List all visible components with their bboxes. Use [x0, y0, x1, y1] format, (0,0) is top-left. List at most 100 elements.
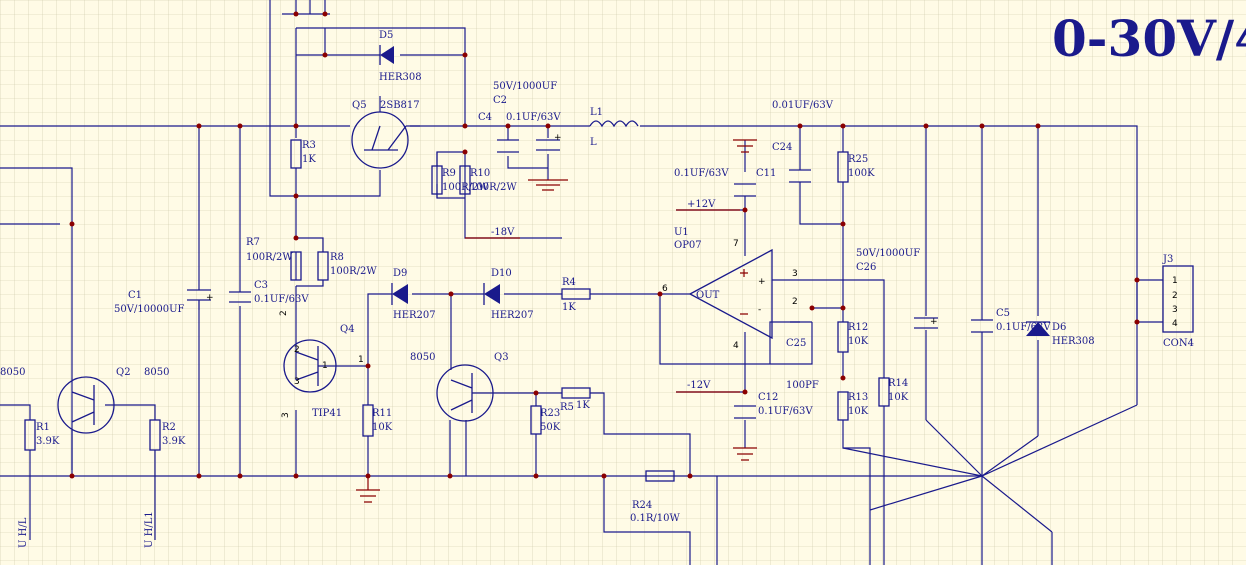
svg-text:OUT: OUT [696, 290, 720, 301]
svg-text:R12: R12 [848, 322, 868, 333]
svg-text:R23: R23 [540, 408, 560, 419]
svg-text:10K: 10K [848, 336, 869, 347]
opamp-u1 [688, 248, 773, 340]
svg-text:R2: R2 [162, 422, 176, 433]
capacitor-c11 [734, 183, 756, 197]
resistor-r7 [290, 251, 302, 281]
svg-text:100PF: 100PF [786, 380, 819, 391]
diode-d9 [392, 284, 408, 304]
svg-text:0.1UF/63V: 0.1UF/63V [674, 168, 729, 179]
svg-text:6: 6 [662, 284, 668, 294]
resistor-r5 [561, 387, 591, 399]
resistor-r14 [878, 377, 890, 407]
resistors [24, 139, 890, 482]
svg-text:50K: 50K [540, 422, 561, 433]
svg-text:0.1UF/63V: 0.1UF/63V [996, 322, 1051, 333]
svg-text:Q5: Q5 [352, 100, 367, 111]
svg-text:C1: C1 [128, 290, 142, 301]
capacitor-c12 [734, 405, 756, 419]
resistor-r10 [459, 165, 471, 195]
svg-text:HER207: HER207 [491, 310, 534, 321]
svg-text:J3: J3 [1162, 254, 1173, 265]
resistor-r3 [290, 139, 302, 169]
svg-text:L1: L1 [590, 107, 603, 118]
svg-text:HER308: HER308 [379, 72, 422, 83]
capacitor-c1 [187, 289, 211, 310]
svg-text:C4: C4 [478, 112, 492, 123]
svg-text:2: 2 [279, 310, 289, 316]
svg-text:4: 4 [733, 341, 739, 351]
svg-text:D9: D9 [393, 268, 407, 279]
svg-text:3: 3 [792, 269, 798, 279]
resistor-r9 [431, 165, 443, 195]
schematic-title: 0-30V/4 [1052, 9, 1246, 68]
junctions [69, 11, 1140, 479]
svg-text:100R/2W: 100R/2W [246, 252, 293, 263]
svg-text:C11: C11 [756, 168, 776, 179]
svg-text:R24: R24 [632, 500, 652, 511]
svg-text:1K: 1K [576, 400, 590, 411]
resistor-r11 [362, 404, 374, 437]
svg-text:8050: 8050 [144, 367, 169, 378]
inductor-l1 [589, 120, 639, 128]
svg-text:4: 4 [1172, 319, 1178, 329]
component-labels: D5 HER308 Q5 2SB817 R3 1K 50V/1000UF C2 … [0, 30, 1194, 548]
svg-text:0.1UF/63V: 0.1UF/63V [758, 406, 813, 417]
svg-text:R10: R10 [470, 168, 490, 179]
resistor-r24 [645, 470, 675, 482]
svg-text:100R/2W: 100R/2W [442, 182, 489, 193]
svg-text:10K: 10K [372, 422, 393, 433]
svg-text:1K: 1K [562, 302, 576, 313]
svg-text:CON4: CON4 [1163, 338, 1194, 349]
svg-text:C12: C12 [758, 392, 778, 403]
svg-text:1K: 1K [302, 154, 316, 165]
svg-text:U1: U1 [674, 227, 689, 238]
svg-text:2: 2 [792, 297, 798, 307]
svg-text:R13: R13 [848, 392, 868, 403]
transistor-q2 [57, 376, 115, 434]
svg-text:+: + [206, 293, 214, 303]
svg-text:0.1UF/63V: 0.1UF/63V [506, 112, 561, 123]
svg-text:TIP41: TIP41 [312, 408, 342, 419]
svg-text:R5: R5 [560, 402, 574, 413]
svg-text:Q2: Q2 [116, 367, 131, 378]
capacitor-c2 [536, 139, 560, 151]
capacitor-c24 [789, 169, 811, 183]
capacitors [187, 139, 993, 419]
svg-text:2: 2 [294, 345, 300, 355]
svg-text:50V/1000UF: 50V/1000UF [856, 248, 920, 259]
pin-numbers: 1 2 3 4 3 2 7 4 6 1 2 3 2 3 1 + + + + - [206, 133, 1178, 418]
svg-text:R3: R3 [302, 140, 316, 151]
resistor-r23 [530, 405, 542, 435]
svg-text:C5: C5 [996, 308, 1010, 319]
svg-text:1: 1 [1172, 276, 1178, 286]
diode-d10 [484, 284, 500, 304]
svg-text:R25: R25 [848, 154, 868, 165]
transistors [57, 111, 494, 434]
svg-text:R1: R1 [36, 422, 50, 433]
svg-text:-: - [758, 305, 761, 315]
svg-text:Q4: Q4 [340, 324, 355, 335]
svg-text:8050: 8050 [0, 367, 25, 378]
svg-text:2: 2 [1172, 291, 1178, 301]
svg-text:0.01UF/63V: 0.01UF/63V [772, 100, 834, 111]
svg-text:50V/10000UF: 50V/10000UF [114, 304, 185, 315]
svg-text:C2: C2 [493, 95, 507, 106]
ground-symbols [356, 139, 757, 503]
svg-text:D5: D5 [379, 30, 393, 41]
svg-text:3: 3 [294, 377, 300, 387]
svg-text:R14: R14 [888, 378, 908, 389]
svg-text:50V/1000UF: 50V/1000UF [493, 81, 557, 92]
svg-text:HER308: HER308 [1052, 336, 1095, 347]
resistor-r25 [837, 151, 849, 183]
svg-text:10K: 10K [848, 406, 869, 417]
svg-text:+12V: +12V [687, 199, 716, 210]
svg-text:+: + [930, 317, 938, 327]
transistor-q5 [351, 111, 409, 169]
svg-text:100R/2W: 100R/2W [470, 182, 517, 193]
svg-text:+: + [554, 133, 562, 143]
svg-text:Q3: Q3 [494, 352, 509, 363]
resistor-r4 [561, 288, 591, 300]
